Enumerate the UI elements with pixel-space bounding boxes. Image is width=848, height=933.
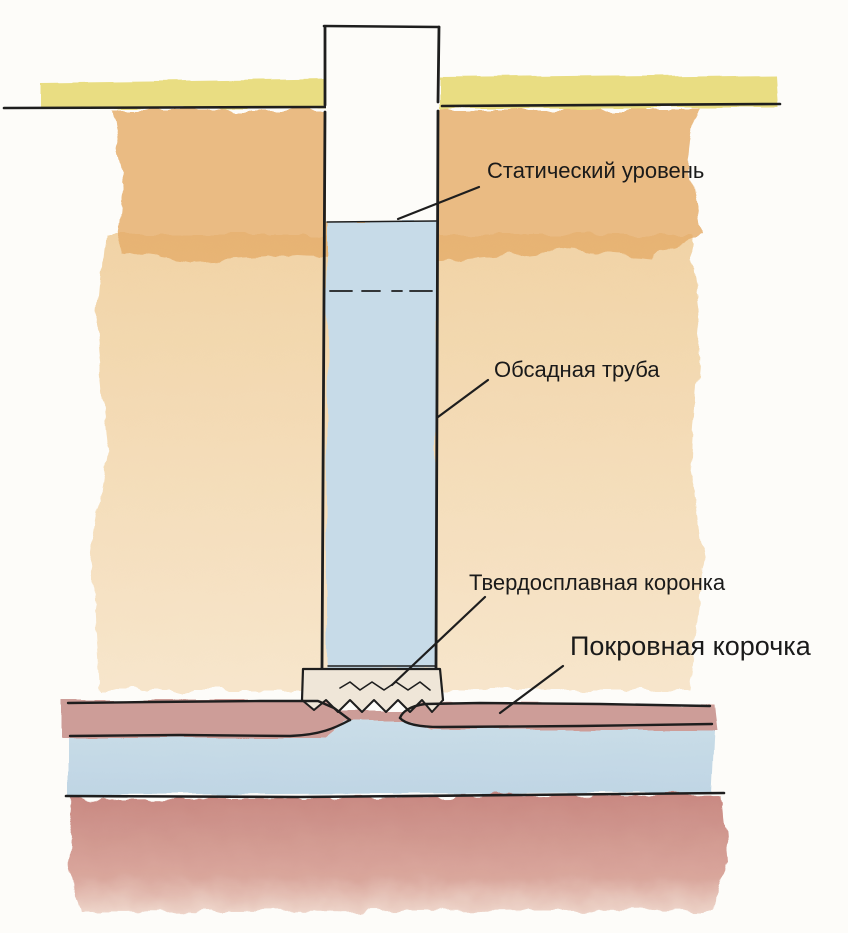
surface-strip [40, 74, 780, 108]
aquifer-bottom-line [64, 791, 726, 799]
crown-teeth [301, 699, 444, 713]
carbide-crown [300, 667, 445, 713]
leader-cover-crust [498, 664, 565, 715]
pipe-air [326, 28, 437, 222]
leader-lines [390, 185, 565, 715]
bottom-clay-layer [66, 794, 728, 912]
aquitard-layer [62, 700, 718, 738]
aquifer-water [68, 722, 715, 795]
label-cover-crust: Покровная корочка [570, 631, 812, 661]
leader-carbide-crown [390, 595, 487, 687]
ground-surface [2, 102, 782, 110]
crown-body [302, 669, 443, 712]
leader-casing-pipe [436, 378, 490, 419]
label-casing-pipe: Обсадная труба [494, 357, 660, 382]
cover-crust [66, 699, 714, 738]
leader-static-level [396, 185, 481, 221]
pipe-water [327, 222, 436, 668]
crown-outline [300, 667, 445, 702]
static-water-line [326, 220, 437, 223]
casing-pipe [320, 24, 441, 670]
label-static-level: Статический уровень [487, 158, 704, 183]
label-carbide-crown: Твердосплавная коронка [469, 570, 726, 595]
